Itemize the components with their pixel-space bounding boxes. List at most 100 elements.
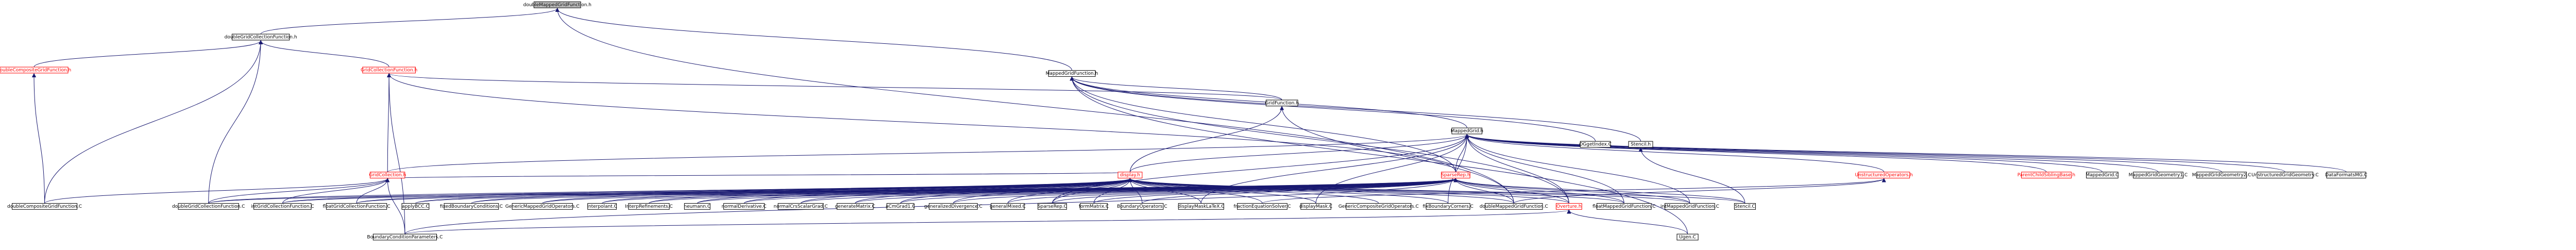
node-box [2257,172,2313,178]
node-label: BoundaryConditionParameters.C [367,235,443,240]
node-box [326,203,387,210]
node-boc[interactable]: BoundaryOperators.C [1117,203,1167,210]
node-label: generateMatrix.C [835,204,875,209]
node-sprc[interactable]: SparseRep.C [1038,203,1067,210]
node-label: Stencil.h [1631,142,1651,147]
node-label: doubleGridCollectionFunction.h [225,35,297,40]
edge-dgcf-h-to-root [260,8,557,35]
node-label: GridCollection.h [369,173,406,178]
node-box [587,203,617,210]
node-fesc[interactable]: fractionEquationSolver.C [1233,203,1291,210]
edge-sparserep-h-to-gcf-h [389,74,1456,172]
node-box [1734,203,1756,210]
node-fmc[interactable]: formMatrix.C [1079,203,1109,210]
node-stencil-h[interactable]: Stencil.h [1628,141,1653,148]
node-box [1628,141,1653,148]
edge-dmgfc-to-uo-h [1513,179,1884,204]
node-overture-h[interactable]: Overture.h [1555,203,1582,210]
node-fbcc2[interactable]: fixBoundaryCorners.C [1422,203,1473,210]
node-label: ParentChildSiblingBase.h [2018,173,2075,178]
node-label: intGridCollectionFunction.C [251,204,314,209]
edge-mgc-to-mg-h [1467,135,2103,173]
node-ogger-c[interactable]: OGgetIndex.C [1579,141,1612,148]
node-label: formMatrix.C [1079,204,1109,209]
node-dmlc[interactable]: displayMaskLaTeX.C [1178,203,1225,210]
node-mgg2[interactable]: MappedGridGeometry2.C [2192,172,2251,178]
node-dfamg[interactable]: DataFormatsMG.C [2325,172,2367,178]
edge-overture-h-to-sparserep-h [1455,179,1569,204]
node-stencilc[interactable]: Stencil.C [1734,203,1756,210]
edge-gdc-to-sparserep-h [953,179,1455,204]
node-gcf-h[interactable]: GridCollectionFunction.h [361,66,417,74]
node-display-h[interactable]: display.h [1117,172,1143,178]
node-mgg1[interactable]: MappedGridGeometry1.C [2129,172,2188,178]
edge-ugg-to-mg-h [1467,135,2285,173]
node-label: normalCrsScalarGrad.C [774,204,828,209]
node-mgc[interactable]: MappedGrid.C [2086,172,2119,178]
node-ugenc[interactable]: Ugen.C [1676,234,1699,241]
node-igcfc[interactable]: intGridCollectionFunction.C [251,203,314,210]
edge-stencil-h-to-mgf-h [1072,77,1641,142]
node-ndc[interactable]: normalDerivative.C [722,203,767,210]
node-gcgoc[interactable]: GenericCompositeGridOperators.C [1338,203,1419,210]
edge-dmgfc-to-sparserep-h [1455,179,1514,204]
node-label: InterpRefinements.C [625,204,673,209]
node-sparserep-h[interactable]: SparseRep.h [1441,172,1470,178]
node-gmxc[interactable]: generalMixed.C [990,203,1026,210]
node-uo-h[interactable]: UnstructuredOperators.h [1855,172,1913,178]
node-bcpc[interactable]: BoundaryConditionParameters.C [367,234,443,241]
node-box [1038,203,1067,210]
node-applybcc[interactable]: applyBCC.C [401,203,430,210]
node-gdc[interactable]: generalizedDivergence.C [924,203,982,210]
node-gmc[interactable]: generateMatrix.C [835,203,875,210]
node-label: fixedBoundaryConditions.C [440,204,503,209]
node-label: displayMaskLaTeX.C [1178,204,1224,209]
node-box [512,203,573,210]
node-box [1265,99,1298,107]
node-dgcfc[interactable]: doubleGridCollectionFunction.C [172,203,245,210]
node-interpc[interactable]: Interpolant.C [587,203,617,210]
node-label: SparseRep.h [1441,173,1470,178]
node-box [372,234,437,241]
node-mg-h[interactable]: MappedGrid.h [1451,127,1483,135]
node-ugg[interactable]: UnstructuredGridGeometry.C [2251,172,2319,178]
node-irefc[interactable]: InterpRefinements.C [625,203,673,210]
node-dgcf-h[interactable]: doubleGridCollectionFunction.h [225,34,297,41]
node-mgf-h[interactable]: MappedGridFunction.h [1046,70,1098,77]
node-label: BoundaryOperators.C [1117,204,1167,209]
node-gf-h[interactable]: GridFunction.h [1265,99,1299,107]
node-dmc[interactable]: displayMask.C [1299,203,1332,210]
node-box [2133,172,2183,178]
node-pcse-h[interactable]: ParentChildSiblingBase.h [2018,172,2075,178]
node-label: Ugen.C [1679,235,1696,240]
node-label: UnstructuredOperators.h [1855,173,1913,178]
node-dmgfc[interactable]: doubleMappedGridFunction.C [1480,203,1548,210]
node-box [2086,172,2119,178]
node-label: GridCollectionFunction.h [361,68,417,73]
edge-fesc-to-uo-h [1262,179,1884,204]
node-fbcc[interactable]: fixedBoundaryConditions.C [440,203,503,210]
node-label: Interpolant.C [587,204,617,209]
node-fgcfc[interactable]: floatGridCollectionFunction.C [323,203,391,210]
edge-dgcfc-to-gc-h [208,179,388,204]
node-box [362,66,416,74]
node-dcgf-h[interactable]: doubleCompositeGridFunction.h [0,66,71,74]
node-gmgoc[interactable]: GenericMappedGridOperators.C [505,203,580,210]
node-dcgfc[interactable]: doubleCompositeGridFunction.C [7,203,82,210]
node-imgfc[interactable]: intMappedGridFunction.C [1660,203,1719,210]
node-gc-h[interactable]: GridCollection.h [369,172,406,178]
node-box [1237,203,1287,210]
node-box [1117,172,1143,178]
node-box [1451,127,1483,135]
node-fmgfc[interactable]: floatMappedGridFunction.C [1592,203,1656,210]
node-label: aCmGrad1.C [886,204,915,209]
edge-uo-h-to-mg-h [1467,135,1885,172]
node-box [886,203,914,210]
node-ncsgc[interactable]: normalCrsScalarGrad.C [774,203,828,210]
edge-gcf-h-to-dgcf-h [261,41,389,68]
node-label: display.h [1120,173,1140,178]
edge-dfamg-to-mg-h [1467,135,2347,173]
node-neuc[interactable]: neumann.C [684,203,710,210]
node-acgc[interactable]: aCmGrad1.C [886,203,915,210]
edge-sparserep-h-to-mgf-h [1072,77,1456,172]
